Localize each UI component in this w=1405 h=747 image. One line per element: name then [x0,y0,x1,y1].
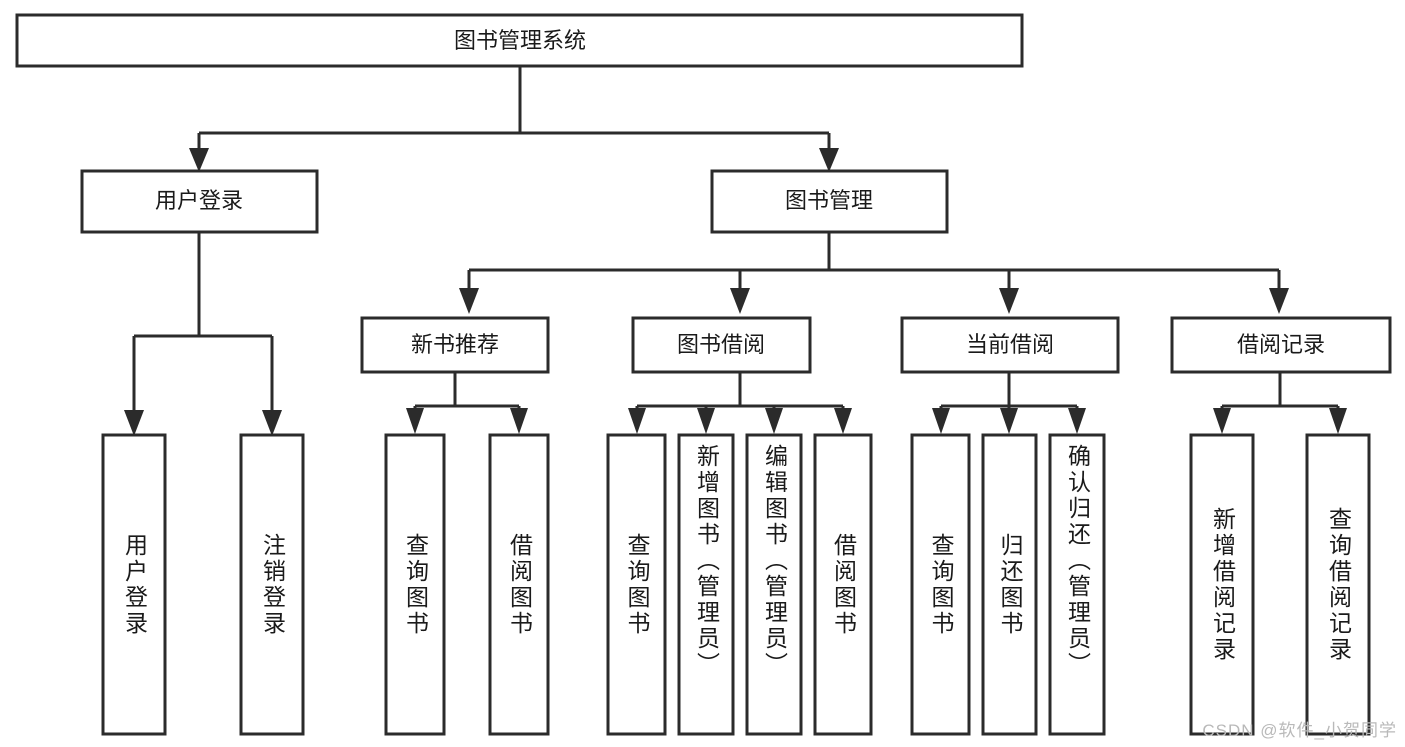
leaf-box-new-book-1[interactable] [488,433,550,736]
arrow-icon-record-leaf2 [1329,408,1347,434]
arrow-icon-userlogin-leaf2 [262,410,282,436]
node-book-borrow-box[interactable] [631,316,812,374]
node-new-book-recommend-box[interactable] [360,316,550,374]
node-user-login-box[interactable] [80,169,319,234]
leaf-box-user-login-0[interactable] [101,433,167,736]
leaf-box-book-borrow-0[interactable] [606,433,667,736]
node-current-borrow-box[interactable] [900,316,1120,374]
arrow-icon-borrow-leaf2 [697,408,715,434]
arrow-icon-borrow-leaf4 [834,408,852,434]
node-book-manage-box[interactable] [710,169,949,234]
node-labels: 图书管理系统 用户登录 图书管理 新书推荐 图书借阅 当前借阅 借阅记录 [155,28,1325,357]
arrow-icon-newbook [459,288,479,314]
node-current-borrow-label: 当前借阅 [966,332,1054,357]
node-new-book-recommend-label: 新书推荐 [411,332,499,357]
node-borrow-record-label: 借阅记录 [1237,332,1325,357]
leaf-box-book-borrow-2[interactable] [745,433,803,736]
arrow-icon-userlogin-leaf1 [124,410,144,436]
arrow-heads [124,148,1347,436]
leaf-box-current-borrow-0[interactable] [910,433,971,736]
leaf-box-book-borrow-1[interactable] [677,433,735,736]
arrow-icon-record-leaf1 [1213,408,1231,434]
arrow-icon-newbook-leaf2 [510,408,528,434]
leaf-box-current-borrow-1[interactable] [981,433,1038,736]
node-borrow-record-box[interactable] [1170,316,1392,374]
node-book-manage-label: 图书管理 [785,188,873,213]
arrow-icon-borrow-leaf1 [628,408,646,434]
arrow-icon-current-leaf1 [932,408,950,434]
node-book-borrow-label: 图书借阅 [677,332,765,357]
arrow-icon-current-leaf3 [1068,408,1086,434]
node-root-box[interactable] [15,13,1024,68]
node-boxes [15,13,1392,736]
arrow-icon-book-manage [819,148,839,172]
watermark: CSDN @软件_小贺同学 [1202,721,1397,740]
arrow-icon-bookborrow [730,288,750,314]
leaf-box-book-borrow-3[interactable] [813,433,873,736]
leaf-box-borrow-record-0[interactable] [1189,433,1255,736]
arrow-icon-borrowrecord [1269,288,1289,314]
leaf-box-new-book-0[interactable] [384,433,446,736]
node-root-label: 图书管理系统 [454,28,586,53]
node-user-login-label: 用户登录 [155,188,243,213]
arrow-icon-newbook-leaf1 [406,408,424,434]
leaf-box-borrow-record-1[interactable] [1305,433,1371,736]
leaf-box-current-borrow-2[interactable] [1048,433,1106,736]
leaf-box-user-login-1[interactable] [239,433,305,736]
arrow-icon-borrow-leaf3 [765,408,783,434]
arrow-icon-current-leaf2 [1000,408,1018,434]
arrow-icon-user-login [189,148,209,172]
arrow-icon-currentborrow [999,288,1019,314]
